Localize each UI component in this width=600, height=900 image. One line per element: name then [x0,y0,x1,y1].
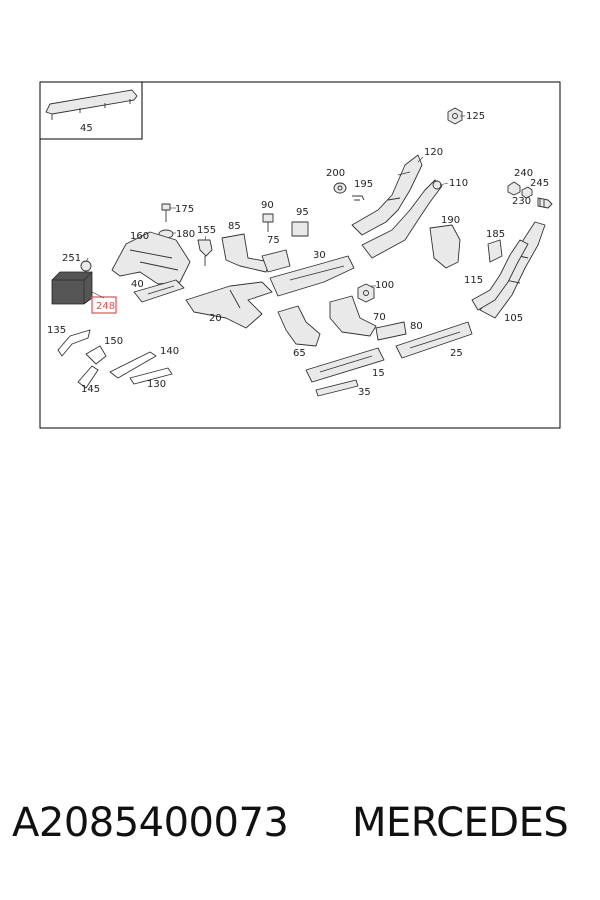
callout-180: 180 [176,229,195,240]
callout-140: 140 [160,346,179,357]
callout-15: 15 [372,368,385,379]
part-number: A2085400073 [12,800,289,846]
bracket-70-drawing [329,295,377,337]
panel-190-drawing [429,224,461,269]
callout-105: 105 [504,313,523,324]
bracket-145-drawing [77,365,99,389]
callout-160: 160 [130,231,149,242]
bolt-230-drawing [537,197,553,209]
callout-251: 251 [62,253,81,264]
callout-30: 30 [313,250,326,261]
bracket-95-drawing [291,221,309,237]
callout-80: 80 [410,321,423,332]
callout-120: 120 [424,147,443,158]
callout-40: 40 [131,279,144,290]
callout-25: 25 [450,348,463,359]
nut-125-drawing [447,107,463,125]
callout-130: 130 [147,379,166,390]
bracket-85-drawing [221,233,271,273]
callout-45: 45 [80,123,93,134]
pillar-110-drawing [361,179,443,259]
box-248-drawing [51,271,93,305]
callout-200: 200 [326,168,345,179]
callout-110: 110 [449,178,468,189]
rail-20-drawing [185,281,273,329]
part-195-drawing [352,195,365,201]
callout-150: 150 [104,336,123,347]
highlight-248 [91,296,117,314]
callout-90: 90 [261,200,274,211]
nut-100-drawing [357,283,375,303]
part-45-drawing [45,89,138,120]
bracket-140-drawing [109,351,157,379]
crossmember-30-drawing [269,255,355,297]
callout-240: 240 [514,168,533,179]
callout-115: 115 [464,275,483,286]
bracket-135-drawing [57,329,91,357]
callout-230: 230 [512,196,531,207]
callout-175: 175 [175,204,194,215]
callout-185: 185 [486,229,505,240]
bracket-75-drawing [261,249,291,273]
callout-100: 100 [375,280,394,291]
callout-20: 20 [209,313,222,324]
callout-95: 95 [296,207,309,218]
bolt-90-drawing [262,213,274,232]
caption: A2085400073 MERCEDES [0,800,600,860]
bracket-40-drawing [133,279,185,303]
bracket-150-drawing [85,345,107,365]
callout-85: 85 [228,221,241,232]
callout-35: 35 [358,387,371,398]
clip-155-drawing [197,239,213,266]
part-200-drawing [333,182,347,194]
rail-25-drawing [395,321,473,359]
leader-lines [85,115,465,299]
part-240-drawing [507,181,521,196]
callout-135: 135 [47,325,66,336]
pillar-115-drawing [471,239,529,311]
bolt-175-drawing [161,203,171,222]
pillar-120-drawing [351,154,423,236]
callout-190: 190 [441,215,460,226]
callout-70: 70 [373,312,386,323]
diagram-frame [39,81,561,429]
callout-145: 145 [81,384,100,395]
bracket-65-drawing [277,305,321,347]
part-245-drawing [521,186,533,199]
bracket-130-drawing [129,367,173,385]
crossmember-160-drawing [111,231,191,285]
rail-15-drawing [305,347,385,383]
part-80-drawing [375,321,407,341]
callout-195: 195 [354,179,373,190]
inset-box [39,81,143,140]
bar-35-drawing [315,379,359,397]
callout-75: 75 [267,235,280,246]
callout-245: 245 [530,178,549,189]
callout-125: 125 [466,111,485,122]
callout-65: 65 [293,348,306,359]
callout-155: 155 [197,225,216,236]
callout-248: 248 [96,301,115,312]
part-185-drawing [487,239,503,263]
brand-name: MERCEDES [352,800,569,846]
